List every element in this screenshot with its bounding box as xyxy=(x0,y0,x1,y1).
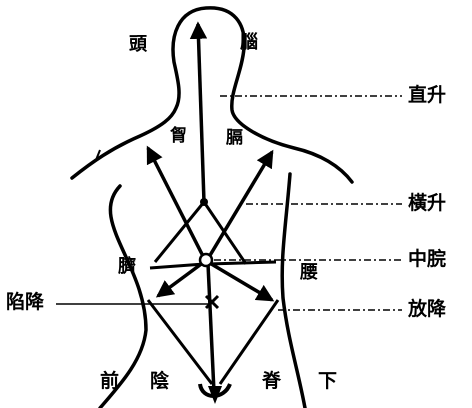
label-navel: 臍 xyxy=(118,258,136,276)
head-shoulders-outline xyxy=(72,8,352,182)
label-down: 下 xyxy=(318,372,337,391)
x-mark xyxy=(206,296,218,308)
label-front: 前 xyxy=(100,372,119,391)
label-yin: 陰 xyxy=(150,372,169,391)
callout-zhongwan: 中脘 xyxy=(408,250,446,269)
central-lower-line xyxy=(208,264,214,392)
diamond-lines xyxy=(150,202,276,268)
label-diaphragm: 膈 xyxy=(226,130,243,147)
label-brain: 腦 xyxy=(240,34,258,52)
zhongwan-circle xyxy=(200,254,212,266)
label-head: 頭 xyxy=(129,36,147,54)
callout-sink-descend: 陷降 xyxy=(6,293,44,312)
label-waist: 腰 xyxy=(300,264,318,282)
right-upper-arrow xyxy=(206,152,272,262)
central-vertical-arrow xyxy=(198,24,204,202)
left-upper-arrow xyxy=(148,148,206,262)
chest-junction-dot xyxy=(200,198,208,206)
right-lower-arrow xyxy=(208,262,272,300)
label-spine: 脊 xyxy=(262,372,281,391)
body-outline-right xyxy=(282,174,305,408)
callout-release-descend: 放降 xyxy=(408,300,446,319)
callout-lateral-rise: 橫升 xyxy=(408,194,446,213)
callout-straight-rise: 直升 xyxy=(408,86,446,105)
label-chest: 胷 xyxy=(170,128,187,145)
